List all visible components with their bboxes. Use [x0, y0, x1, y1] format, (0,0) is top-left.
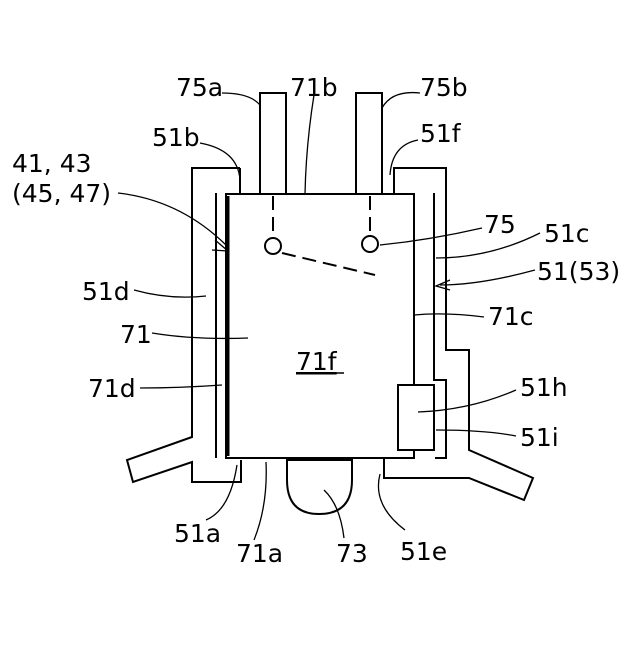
label-51i: 51i: [520, 423, 559, 452]
switch-body-71: [226, 194, 414, 458]
button-73: [287, 460, 352, 514]
label-75b: 75b: [420, 73, 468, 102]
label-51a: 51a: [174, 519, 221, 548]
part-51h: [398, 385, 434, 450]
label-45-47: (45, 47): [12, 179, 111, 208]
label-71: 71: [120, 320, 152, 349]
label-71b: 71b: [290, 73, 338, 102]
label-71c: 71c: [488, 302, 534, 331]
label-75: 75: [484, 210, 516, 239]
label-51-53: 51(53): [537, 257, 620, 286]
label-71a: 71a: [236, 539, 283, 568]
label-51e: 51e: [400, 537, 447, 566]
label-51c: 51c: [544, 219, 590, 248]
label-51b: 51b: [152, 123, 200, 152]
label-51f: 51f: [420, 119, 462, 148]
label-75a: 75a: [176, 73, 223, 102]
terminal-75b: [356, 93, 382, 194]
label-51d: 51d: [82, 277, 130, 306]
label-51h: 51h: [520, 373, 568, 402]
terminal-75a: [260, 93, 286, 194]
label-71f: 71f: [296, 347, 338, 376]
label-41-43: 41, 43: [12, 149, 92, 178]
label-73: 73: [336, 539, 368, 568]
label-71d: 71d: [88, 374, 136, 403]
